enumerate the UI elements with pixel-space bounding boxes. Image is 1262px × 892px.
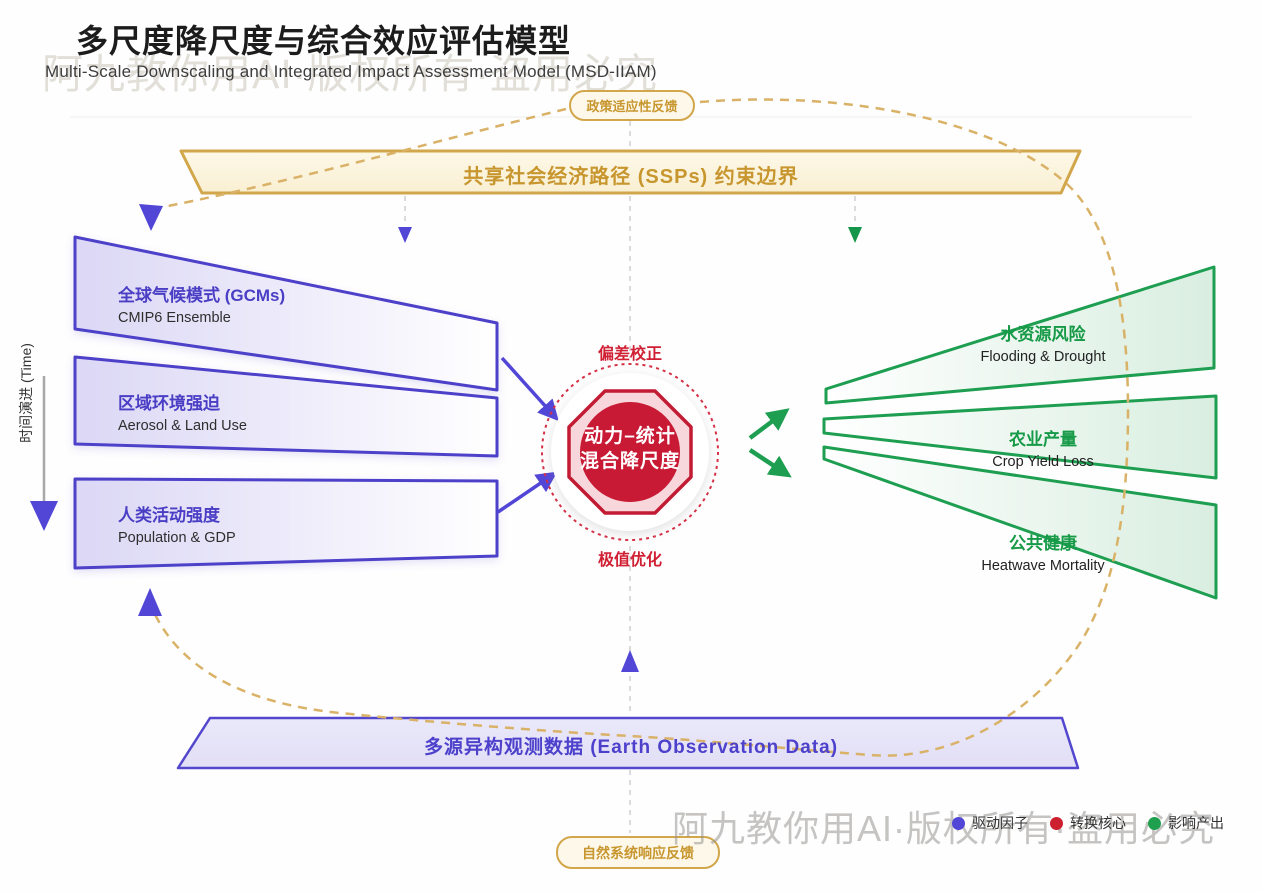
driver-arrow-upper xyxy=(500,356,559,422)
legend: 驱动因子 转换核心 影响产出 xyxy=(952,813,1224,833)
driver-subtitle: Aerosol & Land Use xyxy=(118,418,247,434)
driver-shape-gcms xyxy=(73,235,499,392)
impact-subtitle: Flooding & Drought xyxy=(980,349,1106,365)
impact-label-water: 水资源风险 Flooding & Drought xyxy=(903,320,1183,365)
driver-label-gcms: 全球气候模式 (GCMs) CMIP6 Ensemble xyxy=(118,281,408,326)
impact-subtitle: Heatwave Mortality xyxy=(981,558,1105,574)
observation-band-label: 多源异构观测数据 (Earth Observation Data) xyxy=(423,737,839,758)
watermark-bottom: 阿九教你用AI·版权所有·盗用必究 xyxy=(672,808,1215,849)
feedback-arrowhead-up-icon xyxy=(138,588,162,616)
core-label: 动力–统计 混合降尺度 xyxy=(550,425,710,474)
driver-label-forcing: 区域环境强迫 Aerosol & Land Use xyxy=(118,389,408,434)
core-label-line1: 动力–统计 xyxy=(584,426,676,447)
legend-label: 驱动因子 xyxy=(972,815,1028,831)
impact-arrow-upper xyxy=(748,408,790,440)
impact-shape-agriculture xyxy=(822,394,1218,480)
policy-feedback-arc-left xyxy=(167,107,567,208)
feedback-arrowhead-down-icon xyxy=(139,204,163,231)
driver-subtitle: CMIP6 Ensemble xyxy=(118,310,231,326)
legend-label: 转换核心 xyxy=(1070,815,1126,831)
watermark-top: 阿九教你用AI·版权所有·盗用必究 xyxy=(42,51,659,97)
driver-title: 全球气候模式 (GCMs) xyxy=(118,286,286,305)
driver-subtitle: Population & GDP xyxy=(118,530,236,546)
impact-shapes xyxy=(822,265,1218,600)
natural-feedback-arc-right xyxy=(150,98,1130,757)
observation-band-shape xyxy=(176,716,1080,770)
ssp-boundary-label: 共享社会经济路径 (SSPs) 约束边界 xyxy=(463,166,799,188)
core-dot-icon xyxy=(1050,816,1063,830)
time-axis-arrowhead-icon xyxy=(30,501,58,531)
natural-feedback-badge: 自然系统响应反馈 xyxy=(556,836,720,869)
legend-item-impact: 影响产出 xyxy=(1148,813,1224,833)
driver-arrow-lower xyxy=(497,471,558,514)
impact-label-health: 公共健康 Heatwave Mortality xyxy=(903,529,1183,574)
impact-shape-health xyxy=(822,445,1218,600)
impact-arrow-lower xyxy=(748,448,792,478)
impact-title: 公共健康 xyxy=(1009,534,1077,553)
ssp-boundary-shape xyxy=(179,149,1082,195)
guide-lines xyxy=(404,121,856,833)
driver-shape-forcing xyxy=(73,355,499,458)
driver-dot-icon xyxy=(952,816,965,830)
core-label-line2: 混合降尺度 xyxy=(579,450,680,472)
bias-correction-label: 偏差校正 xyxy=(597,346,662,363)
time-axis-label: 时间演进 (Time) xyxy=(18,343,34,443)
legend-label: 影响产出 xyxy=(1168,815,1224,831)
driver-title: 区域环境强迫 xyxy=(118,394,220,413)
page-subtitle: Multi-Scale Downscaling and Integrated I… xyxy=(45,62,657,81)
impact-subtitle: Crop Yield Loss xyxy=(992,454,1094,470)
driver-shapes xyxy=(73,235,499,570)
ssp-to-driver-arrowhead-icon xyxy=(398,227,412,243)
impact-title: 水资源风险 xyxy=(1000,325,1086,344)
driver-shape-human xyxy=(73,477,499,570)
policy-feedback-badge: 政策适应性反馈 xyxy=(569,90,695,121)
core-dashed-ring xyxy=(541,363,719,541)
impact-shape-water xyxy=(824,265,1216,405)
driver-title: 人类活动强度 xyxy=(118,506,220,525)
core-hub xyxy=(541,363,719,541)
legend-item-core: 转换核心 xyxy=(1050,813,1126,833)
core-red-disc xyxy=(580,402,680,502)
driver-label-human: 人类活动强度 Population & GDP xyxy=(118,501,408,546)
extreme-optimization-label: 极值优化 xyxy=(597,552,662,569)
observation-up-arrowhead-icon xyxy=(621,650,639,672)
impact-dot-icon xyxy=(1148,816,1161,830)
page-title: 多尺度降尺度与综合效应评估模型 xyxy=(76,23,572,59)
impact-label-agriculture: 农业产量 Crop Yield Loss xyxy=(903,425,1183,470)
ssp-to-impact-arrowhead-icon xyxy=(848,227,862,243)
legend-item-driver: 驱动因子 xyxy=(952,813,1028,833)
impact-title: 农业产量 xyxy=(1009,430,1077,449)
